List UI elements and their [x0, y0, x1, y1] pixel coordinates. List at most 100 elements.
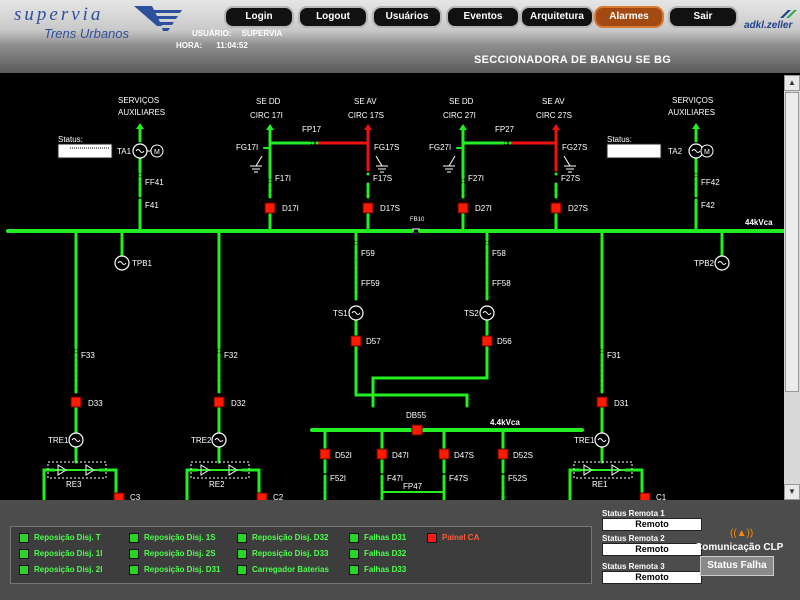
switch-contact-icon[interactable] [508, 141, 512, 145]
logo-text: supervia [14, 4, 104, 25]
switch-contact-icon[interactable] [217, 349, 221, 353]
fp47-label: FP47 [403, 482, 423, 491]
nav-arquitetura-button[interactable]: Arquitetura [520, 6, 594, 28]
breaker-icon[interactable] [256, 492, 268, 500]
ff41-label: FF41 [145, 178, 164, 187]
switch-contact-icon[interactable] [485, 241, 489, 245]
switch-contact-icon[interactable] [554, 172, 558, 176]
scroll-down-icon[interactable]: ▼ [784, 484, 800, 500]
switch-contact-icon[interactable] [442, 470, 446, 474]
breaker-icon[interactable] [639, 492, 651, 500]
ok-indicator-icon [349, 533, 359, 543]
remote-status-label: Status Remota 1 [602, 509, 665, 518]
circuit-label: SE AV [354, 97, 377, 106]
breaker-icon[interactable] [481, 335, 493, 347]
re-label: RE2 [209, 480, 225, 489]
re-label: RE3 [66, 480, 82, 489]
clp-status-button[interactable]: Status Falha [700, 556, 774, 576]
d-label: D32 [231, 399, 246, 408]
switch-contact-icon[interactable] [74, 349, 78, 353]
breaker-icon[interactable] [264, 202, 276, 214]
d-label: D47I [392, 451, 409, 460]
rectifier-box[interactable] [190, 461, 250, 479]
status-item: Reposição Disj. 2I [19, 565, 102, 575]
adkl-zeller-logo: adkl.zeller [742, 6, 800, 34]
motor-icon[interactable] [700, 144, 714, 158]
breaker-icon[interactable] [319, 448, 331, 460]
switch-contact-icon[interactable] [268, 179, 272, 183]
rectifier-box[interactable] [47, 461, 107, 479]
status-label: Reposição Disj. 1I [34, 549, 103, 559]
switch-contact-icon[interactable] [323, 470, 327, 474]
breaker-icon[interactable] [362, 202, 374, 214]
brand-text: adkl.zeller [744, 20, 793, 31]
status-item: Reposição Disj. 2S [129, 549, 216, 559]
d-label: D31 [614, 399, 629, 408]
switch-contact-icon[interactable] [380, 470, 384, 474]
nav-alarmes-button[interactable]: Alarmes [594, 6, 664, 28]
fg-label: FG27S [562, 143, 587, 152]
tpb1-label: TPB1 [132, 259, 153, 268]
breaker-icon[interactable] [376, 448, 388, 460]
clp-communication-label: Comunicação CLP [695, 542, 784, 553]
status-label: Reposição Disj. D31 [144, 565, 221, 575]
ok-indicator-icon [237, 565, 247, 575]
elements [47, 123, 730, 500]
switch-contact-icon[interactable] [600, 349, 604, 353]
remote-status-3: Status Remota 3 Remoto [602, 562, 702, 584]
scroll-up-icon[interactable]: ▲ [784, 75, 800, 91]
status-label: Reposição Disj. D32 [252, 533, 329, 543]
rectifier-box[interactable] [573, 461, 633, 479]
vertical-scrollbar[interactable]: ▲ ▼ [784, 75, 800, 500]
nav-eventos-button[interactable]: Eventos [446, 6, 520, 28]
transformer-coil-icon [717, 261, 727, 265]
remote-status-label: Status Remota 3 [602, 562, 665, 571]
breaker-icon[interactable] [596, 396, 608, 408]
fp-label: FP27 [495, 125, 515, 134]
breaker-icon[interactable] [113, 492, 125, 500]
ts-label: TS2 [464, 309, 479, 318]
nav-login-button[interactable]: Login [224, 6, 294, 28]
ground-switch-icon[interactable] [563, 155, 571, 167]
motor-icon[interactable] [150, 144, 164, 158]
breaker-icon[interactable] [497, 448, 509, 460]
diode-icon [583, 464, 593, 476]
switch-contact-icon[interactable] [366, 172, 370, 176]
breaker-icon[interactable] [70, 396, 82, 408]
nav-usuarios-button[interactable]: Usuários [372, 6, 442, 28]
breaker-icon[interactable] [213, 396, 225, 408]
scrollbar-thumb[interactable] [785, 92, 799, 392]
brand-mark-icon [780, 10, 797, 18]
switch-contact-icon[interactable] [315, 141, 319, 145]
switch-contact-icon[interactable] [501, 470, 505, 474]
remote-status-value: Remoto [602, 571, 702, 584]
switch-contact-icon[interactable] [504, 141, 508, 145]
arrow-up-icon [266, 124, 274, 130]
breaker-icon[interactable] [350, 335, 362, 347]
breaker-icon[interactable] [438, 448, 450, 460]
switch-contact-icon[interactable] [354, 241, 358, 245]
switch-contact-icon[interactable] [311, 141, 315, 145]
tre-label: TRE1 [48, 436, 69, 445]
switch-contact-icon[interactable] [694, 173, 698, 177]
breaker-icon[interactable] [457, 202, 469, 214]
nav-sair-button[interactable]: Sair [668, 6, 738, 28]
circuit-label: SE DD [256, 97, 281, 106]
breaker-icon[interactable] [550, 202, 562, 214]
circuit-label: CIRC 17S [348, 111, 384, 120]
switch-contact-icon[interactable] [138, 173, 142, 177]
circuit-label: SE DD [449, 97, 474, 106]
c-label: C2 [273, 493, 284, 500]
d-label: D17S [380, 204, 400, 213]
fg-label: FG17S [374, 143, 399, 152]
f-label: F33 [81, 351, 95, 360]
ground-switch-icon[interactable] [375, 155, 383, 167]
nav-logout-button[interactable]: Logout [298, 6, 368, 28]
ground-switch-icon[interactable] [255, 155, 263, 167]
ground-switch-icon[interactable] [448, 155, 456, 167]
f-label: F31 [607, 351, 621, 360]
wire [42, 468, 56, 500]
db55-breaker-icon[interactable] [411, 424, 423, 436]
switch-contact-icon[interactable] [461, 179, 465, 183]
tpb2-label: TPB2 [694, 259, 715, 268]
